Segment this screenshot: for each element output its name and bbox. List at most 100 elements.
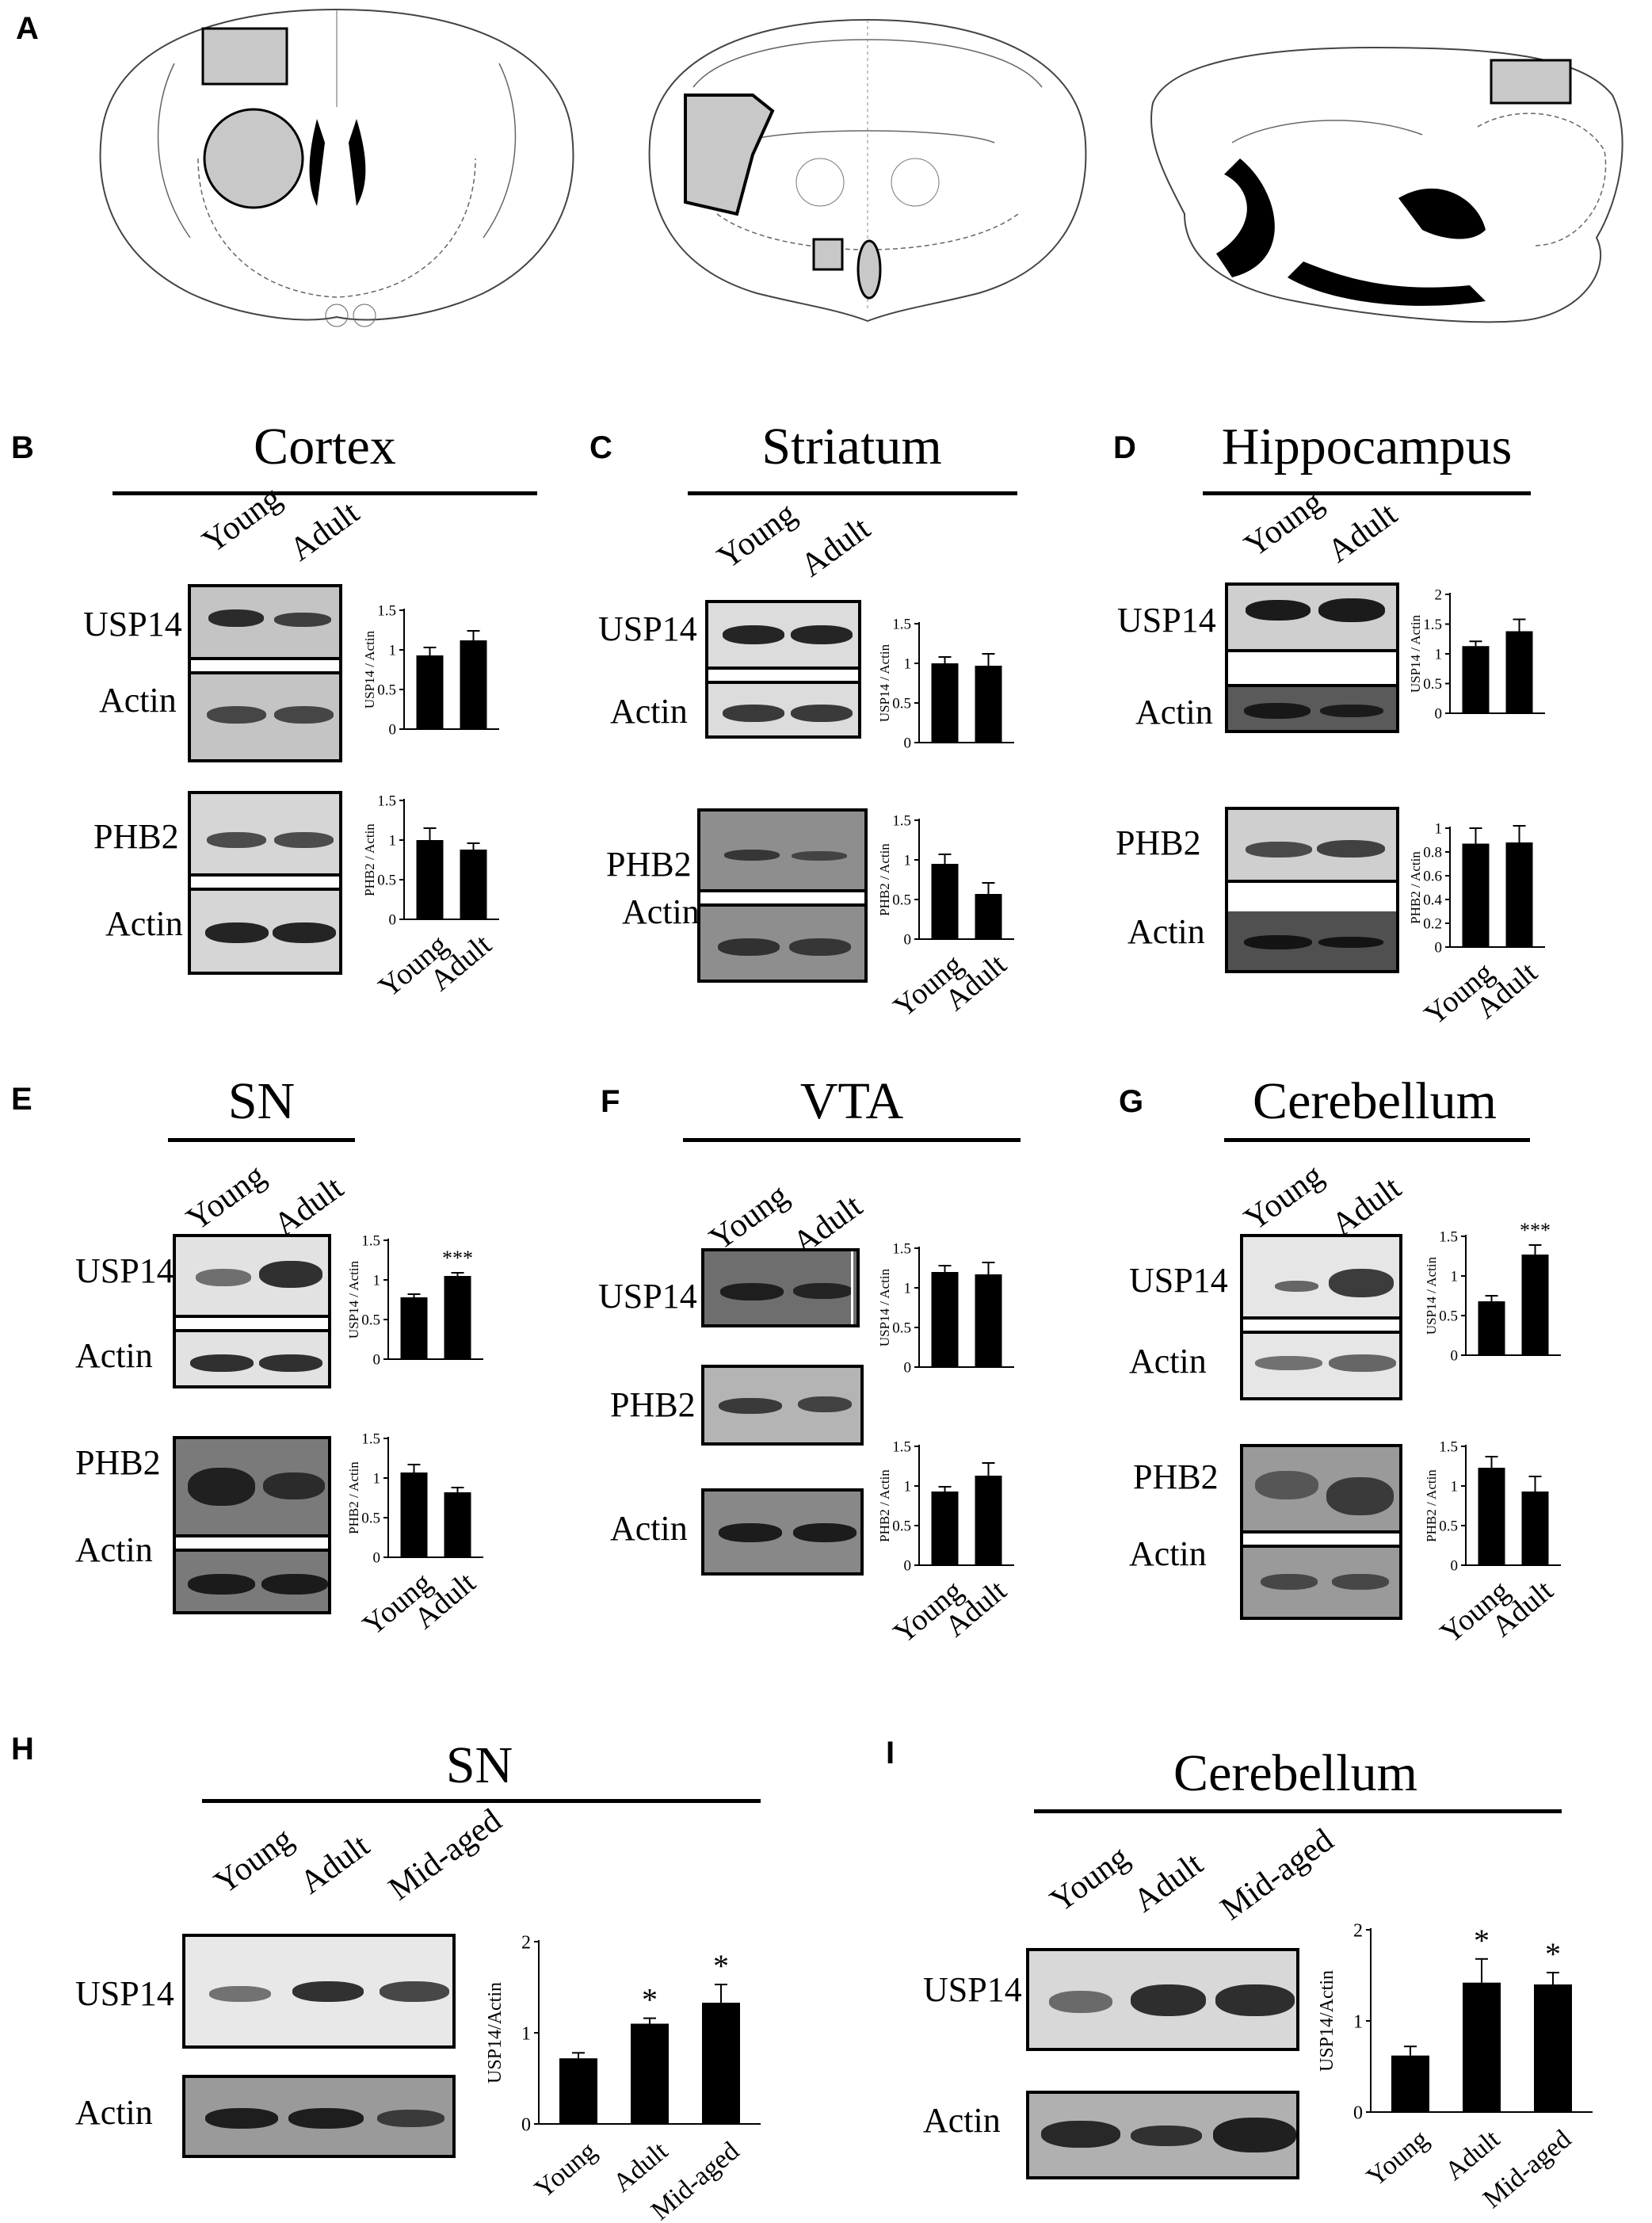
- lane-young-e: Young: [180, 1157, 273, 1239]
- y-axis-label: PHB2 / Actin: [1408, 851, 1423, 924]
- y-tick-label: 1.5: [361, 1431, 380, 1448]
- y-tick-label: 1.5: [361, 1233, 380, 1250]
- y-tick-label: 2: [1353, 1920, 1363, 1941]
- row-label-actin-b1: Actin: [99, 681, 177, 720]
- bar: [975, 894, 1002, 939]
- row-label-actin-g2: Actin: [1129, 1534, 1207, 1573]
- panel-g-underline: [1224, 1138, 1530, 1142]
- y-tick-label: 1: [1451, 1269, 1459, 1285]
- y-tick-label: 0: [389, 722, 397, 739]
- lane-young-h: Young: [208, 1820, 300, 1902]
- y-tick-label: 0: [521, 2114, 531, 2135]
- y-tick-label: 0.5: [892, 892, 911, 909]
- y-tick-label: 0.2: [1423, 916, 1442, 933]
- blot-e-usp14: [173, 1234, 331, 1388]
- row-label-actin-e2: Actin: [75, 1530, 153, 1569]
- y-tick-label: 1: [904, 1281, 912, 1297]
- y-tick-label: 1: [389, 643, 397, 659]
- cerebellum-region-marker: [1490, 59, 1572, 105]
- lane-adult-i: Adult: [1127, 1845, 1210, 1920]
- blot-i-usp14: [1026, 1948, 1299, 2051]
- row-label-phb2-d: PHB2: [1116, 823, 1201, 862]
- y-tick-label: 0: [904, 1360, 912, 1377]
- y-tick-label: 0: [1435, 940, 1443, 957]
- significance-mark: *: [642, 1982, 658, 2018]
- y-tick-label: 0: [904, 1558, 912, 1575]
- row-label-actin-d1: Actin: [1135, 693, 1213, 731]
- panel-e-title: SN: [227, 1072, 296, 1130]
- y-tick-label: 1: [1353, 2011, 1363, 2032]
- panel-label-d: D: [1113, 430, 1136, 465]
- panel-d-underline: [1203, 491, 1531, 495]
- y-tick-label: 0.5: [361, 1312, 380, 1329]
- y-tick-label: 1: [1451, 1479, 1459, 1495]
- y-axis-label: USP14 / Actin: [362, 630, 377, 709]
- blot-b-usp14: [188, 584, 342, 762]
- bar: [1521, 1492, 1549, 1565]
- panel-label-g: G: [1119, 1084, 1144, 1119]
- row-label-phb2-c: PHB2: [606, 845, 692, 884]
- lane-adult-b: Adult: [283, 494, 366, 569]
- y-tick-label: 0: [373, 1352, 381, 1369]
- y-tick-label: 1.5: [1439, 1439, 1458, 1456]
- panel-label-c: C: [589, 430, 612, 465]
- bar: [416, 655, 444, 729]
- row-label-phb2-e: PHB2: [75, 1443, 161, 1482]
- lane-adult-h: Adult: [293, 1827, 376, 1902]
- bar: [460, 850, 487, 919]
- panel-label-i: I: [886, 1736, 895, 1770]
- y-tick-label: 1: [904, 656, 912, 673]
- y-tick-label: 0.5: [1439, 1518, 1458, 1535]
- bar: [702, 2003, 740, 2124]
- atlas-sagittal: [1150, 46, 1623, 323]
- y-tick-label: 0: [904, 932, 912, 949]
- y-tick-label: 1: [389, 833, 397, 850]
- striatum-region-marker: [203, 108, 304, 209]
- y-tick-label: 0: [1435, 706, 1443, 723]
- y-axis-label: PHB2 / Actin: [877, 1469, 892, 1542]
- row-label-usp14-i: USP14: [923, 1970, 1022, 2009]
- y-tick-label: 2: [521, 1932, 531, 1953]
- bar: [975, 666, 1002, 743]
- row-label-actin-c2: Actin: [622, 892, 700, 931]
- row-label-phb2-b: PHB2: [93, 817, 179, 856]
- blot-f-usp14: [701, 1248, 860, 1327]
- atlas-coronal-posterior: [648, 18, 1087, 323]
- y-axis-label: USP14/Actin: [1317, 1970, 1337, 2072]
- row-label-actin-b2: Actin: [105, 904, 183, 943]
- y-tick-label: 0: [1451, 1348, 1459, 1365]
- bar: [444, 1492, 471, 1557]
- y-axis-label: USP14 / Actin: [877, 1268, 892, 1346]
- y-tick-label: 0.5: [377, 682, 396, 699]
- y-tick-label: 1: [904, 853, 912, 869]
- y-axis-label: PHB2 / Actin: [362, 823, 377, 896]
- bar: [975, 1476, 1002, 1565]
- bar: [444, 1276, 471, 1359]
- row-label-usp14-b: USP14: [83, 605, 182, 644]
- row-label-usp14-d: USP14: [1117, 601, 1216, 640]
- row-label-actin-e1: Actin: [75, 1336, 153, 1375]
- bar: [931, 1492, 959, 1565]
- y-tick-label: 0: [389, 912, 397, 929]
- y-tick-label: 0.5: [1423, 676, 1442, 693]
- panel-label-a: A: [16, 11, 39, 46]
- lane-young-c: Young: [711, 495, 803, 577]
- y-axis-label: PHB2 / Actin: [346, 1461, 361, 1534]
- bar: [559, 2058, 597, 2124]
- panel-b-title: Cortex: [254, 418, 396, 476]
- row-label-actin-h: Actin: [75, 2093, 153, 2132]
- panel-i-title: Cerebellum: [1173, 1744, 1417, 1802]
- blot-d-usp14: [1225, 582, 1399, 733]
- bar: [1478, 1468, 1505, 1565]
- y-axis-label: USP14 / Actin: [877, 644, 892, 722]
- y-axis-label: PHB2 / Actin: [1424, 1469, 1439, 1542]
- bar: [1462, 646, 1490, 713]
